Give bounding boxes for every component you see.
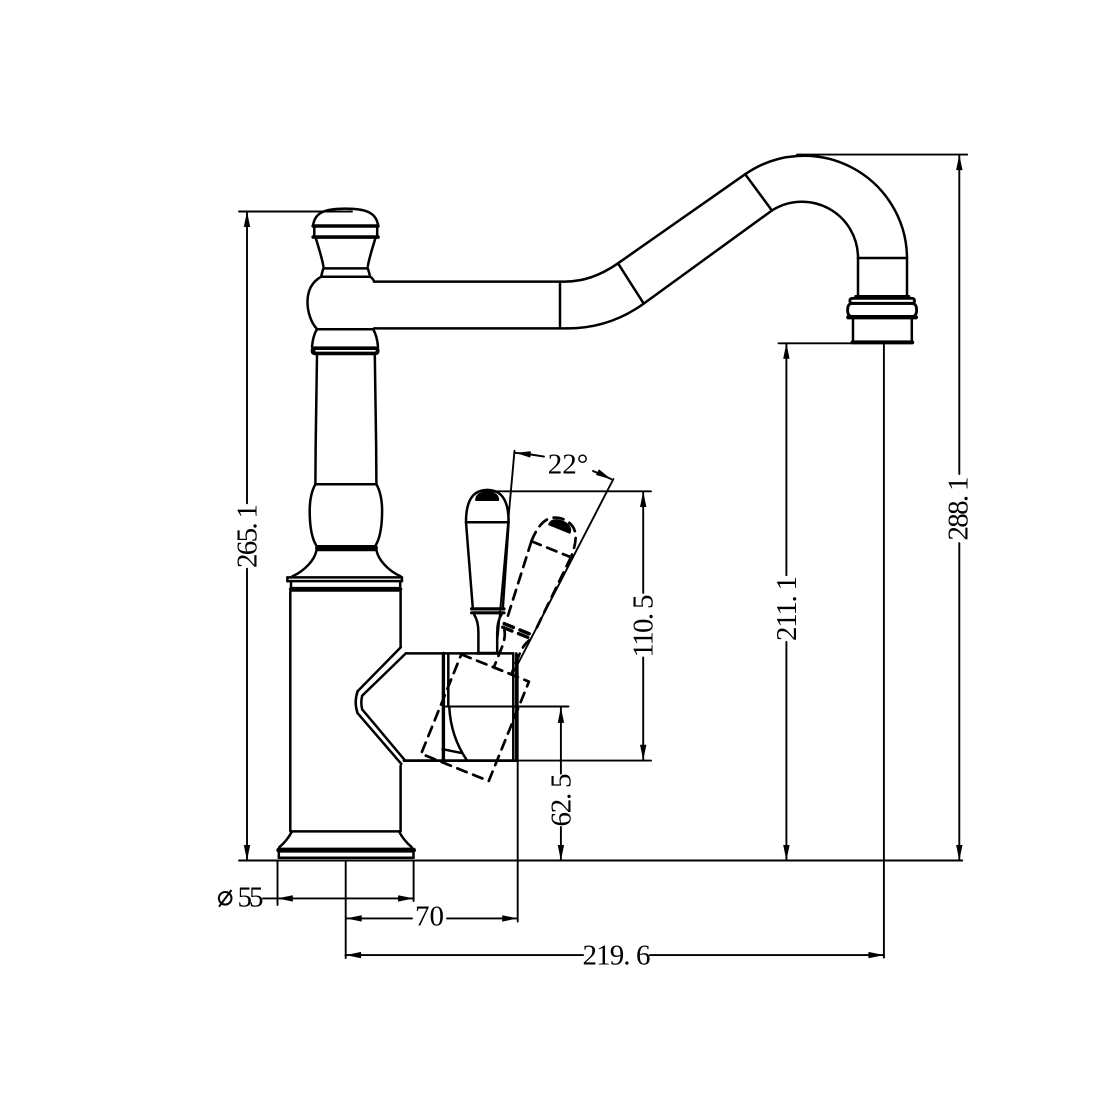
- svg-text:110. 5: 110. 5: [628, 595, 660, 658]
- svg-text:211. 1: 211. 1: [771, 576, 803, 641]
- svg-text:219. 6: 219. 6: [583, 940, 651, 972]
- svg-text:265. 1: 265. 1: [232, 504, 264, 568]
- svg-text:62. 5: 62. 5: [546, 774, 578, 827]
- svg-text:288. 1: 288. 1: [943, 477, 975, 541]
- svg-text:55: 55: [238, 882, 264, 914]
- svg-text:22°: 22°: [548, 449, 589, 481]
- svg-text:70: 70: [415, 900, 444, 932]
